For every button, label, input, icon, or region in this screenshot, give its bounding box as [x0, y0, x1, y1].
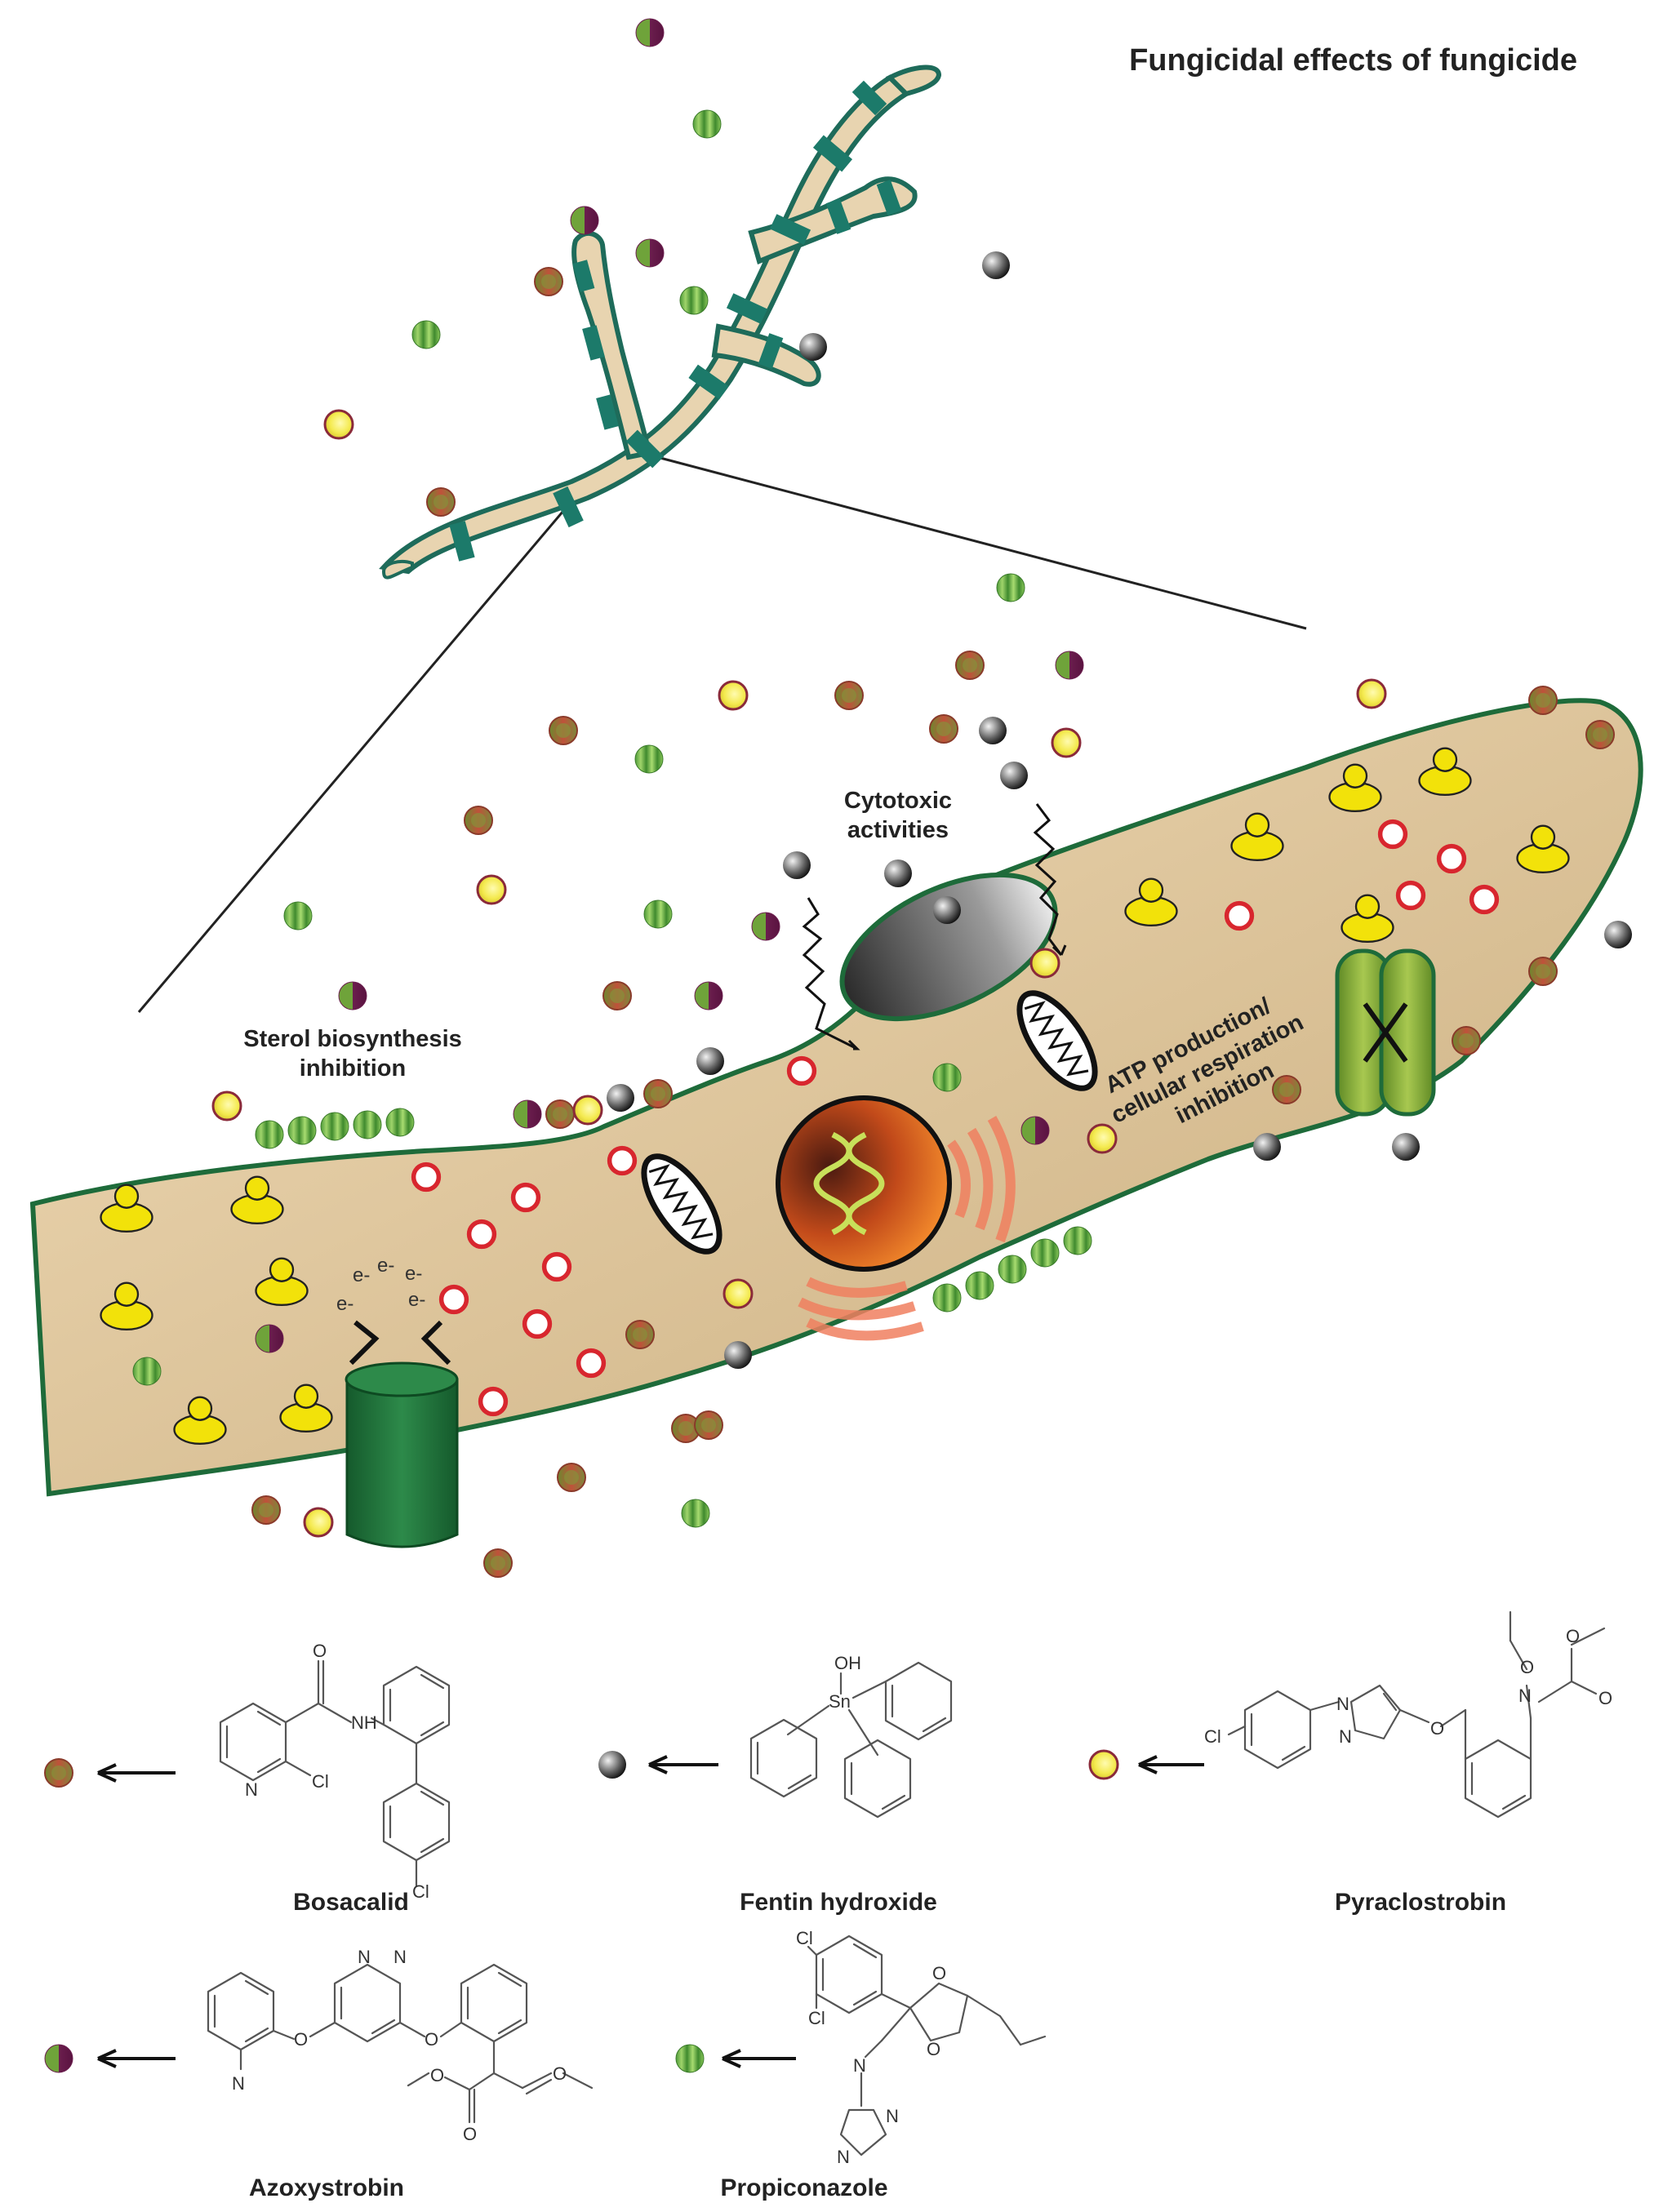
legend-item-azoxystrobin: N O N N O O O O Azoxystrobin: [44, 1947, 594, 2201]
bosacalid-marker: [44, 1758, 73, 1788]
electron-label: e-: [353, 1264, 370, 1286]
atom-label: Sn: [829, 1691, 851, 1712]
atom-label: O: [313, 1641, 327, 1661]
cytotoxic-label-line2: activities: [847, 817, 949, 843]
legend: O NH N Cl Cl Bosacalid: [44, 1610, 1612, 2201]
fentin-marker: [598, 1751, 626, 1779]
electron-label: e-: [408, 1289, 425, 1311]
atom-label: N: [853, 2055, 866, 2076]
atom-label: O: [425, 2029, 438, 2050]
atom-label: O: [1430, 1718, 1444, 1739]
x-protein: [1335, 948, 1436, 1117]
fentin-structure: [749, 1661, 953, 1819]
pyraclostrobin-name: Pyraclostrobin: [1335, 1889, 1506, 1916]
fungal-hypha: [379, 64, 942, 580]
atom-label: Cl: [1204, 1726, 1221, 1747]
zoom-lines: [137, 455, 1307, 1013]
atom-label: N: [1518, 1686, 1532, 1706]
bosacalid-structure: [219, 1659, 451, 1887]
cytotoxic-arrows: [802, 803, 1067, 1050]
legend-item-bosacalid: O NH N Cl Cl Bosacalid: [44, 1641, 451, 1916]
atom-label: Cl: [808, 2008, 825, 2028]
atom-label: O: [1566, 1626, 1580, 1646]
atom-label: OH: [834, 1653, 861, 1673]
electron-label: e-: [336, 1293, 353, 1315]
bosacalid-name: Bosacalid: [293, 1889, 409, 1916]
fungal-cell: [29, 698, 1643, 1497]
sterol-label-line2: inhibition: [300, 1055, 406, 1082]
azoxystrobin-name: Azoxystrobin: [249, 2174, 404, 2201]
electron-label: e-: [377, 1255, 394, 1277]
atom-label: N: [886, 2106, 899, 2126]
electron-channel: e- e- e- e- e-: [336, 1255, 459, 1548]
fentin-name: Fentin hydroxide: [740, 1889, 937, 1916]
propiconazole-marker: [675, 2044, 705, 2073]
atom-label: Cl: [796, 1928, 813, 1948]
diagram-title: Fungicidal effects of fungicide: [1129, 43, 1577, 78]
sterol-label-line1: Sterol biosynthesis: [243, 1026, 462, 1052]
atom-label: O: [463, 2124, 477, 2144]
atom-label: O: [932, 1963, 946, 1983]
atom-label: N: [245, 1779, 258, 1800]
legend-item-fentin-hydroxide: OH Sn Fentin hydroxide: [598, 1653, 953, 1916]
atom-label: O: [553, 2063, 567, 2084]
legend-item-pyraclostrobin: Cl N N O N O O O Pyraclostrobin: [1088, 1610, 1612, 1916]
atom-label: N: [393, 1947, 407, 1967]
atom-label: Cl: [312, 1771, 329, 1792]
atom-label: N: [358, 1947, 371, 1967]
atom-label: O: [1520, 1657, 1534, 1677]
electron-label: e-: [405, 1263, 422, 1285]
atom-label: NH: [351, 1712, 377, 1733]
atom-label: O: [927, 2039, 940, 2059]
atom-label: O: [1598, 1688, 1612, 1708]
legend-item-propiconazole: Cl Cl O O N N N Propiconazole: [675, 1928, 1047, 2201]
atom-label: O: [430, 2065, 444, 2085]
atom-label: N: [1336, 1694, 1349, 1714]
atom-label: N: [232, 2073, 245, 2094]
cytotoxic-label-line1: Cytotoxic: [844, 788, 952, 814]
nucleus: [776, 1095, 1016, 1341]
vacuole: [839, 872, 1058, 1022]
azoxystrobin-structure: [207, 1963, 594, 2124]
atom-label: Cl: [412, 1881, 429, 1902]
atom-label: N: [837, 2147, 850, 2167]
pyraclostrobin-marker: [1088, 1749, 1119, 1780]
azoxystrobin-marker: [44, 2044, 73, 2073]
propiconazole-name: Propiconazole: [720, 2174, 887, 2201]
propiconazole-structure: [807, 1934, 1047, 2156]
atom-label: O: [294, 2029, 308, 2050]
atom-label: N: [1339, 1726, 1352, 1747]
pyraclostrobin-structure: [1227, 1610, 1606, 1819]
